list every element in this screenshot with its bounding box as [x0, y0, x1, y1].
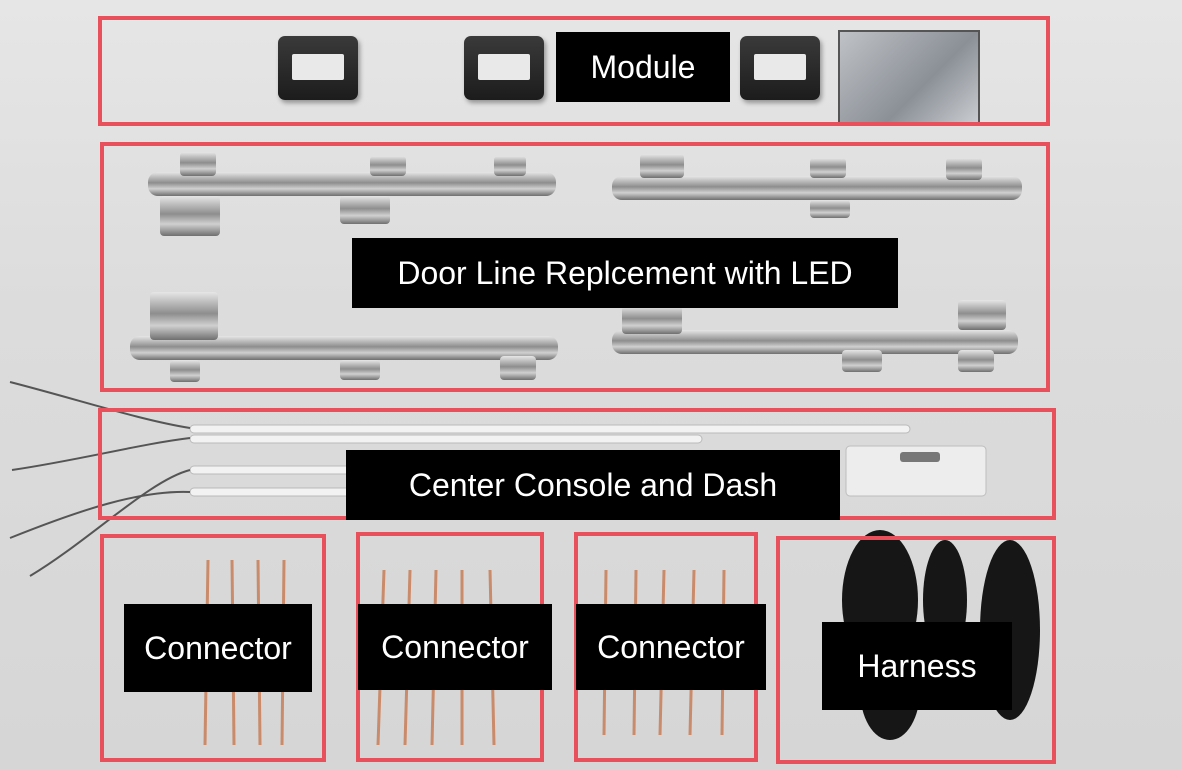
door-line-frame [100, 142, 1050, 392]
connector-label-1: Connector [124, 604, 312, 692]
connector-label-3: Connector [576, 604, 766, 690]
module-label: Module [556, 32, 730, 102]
connector-label-2: Connector [358, 604, 552, 690]
module-unit-2 [464, 36, 544, 100]
harness-label: Harness [822, 622, 1012, 710]
harness-frame [776, 536, 1056, 764]
door-trim-strip-1 [148, 152, 556, 236]
door-trim-strip-3 [130, 292, 558, 382]
module-unit-1 [278, 36, 358, 100]
connector-frame-1 [100, 534, 326, 762]
module-frame [98, 16, 1050, 126]
center-console-label: Center Console and Dash [346, 450, 840, 520]
module-unit-3 [740, 36, 820, 100]
door-trim-strip-2 [612, 154, 1022, 218]
door-trim-strip-4 [612, 300, 1018, 372]
console-light-tubes [9, 381, 987, 577]
door-line-label: Door Line Replcement with LED [352, 238, 898, 308]
